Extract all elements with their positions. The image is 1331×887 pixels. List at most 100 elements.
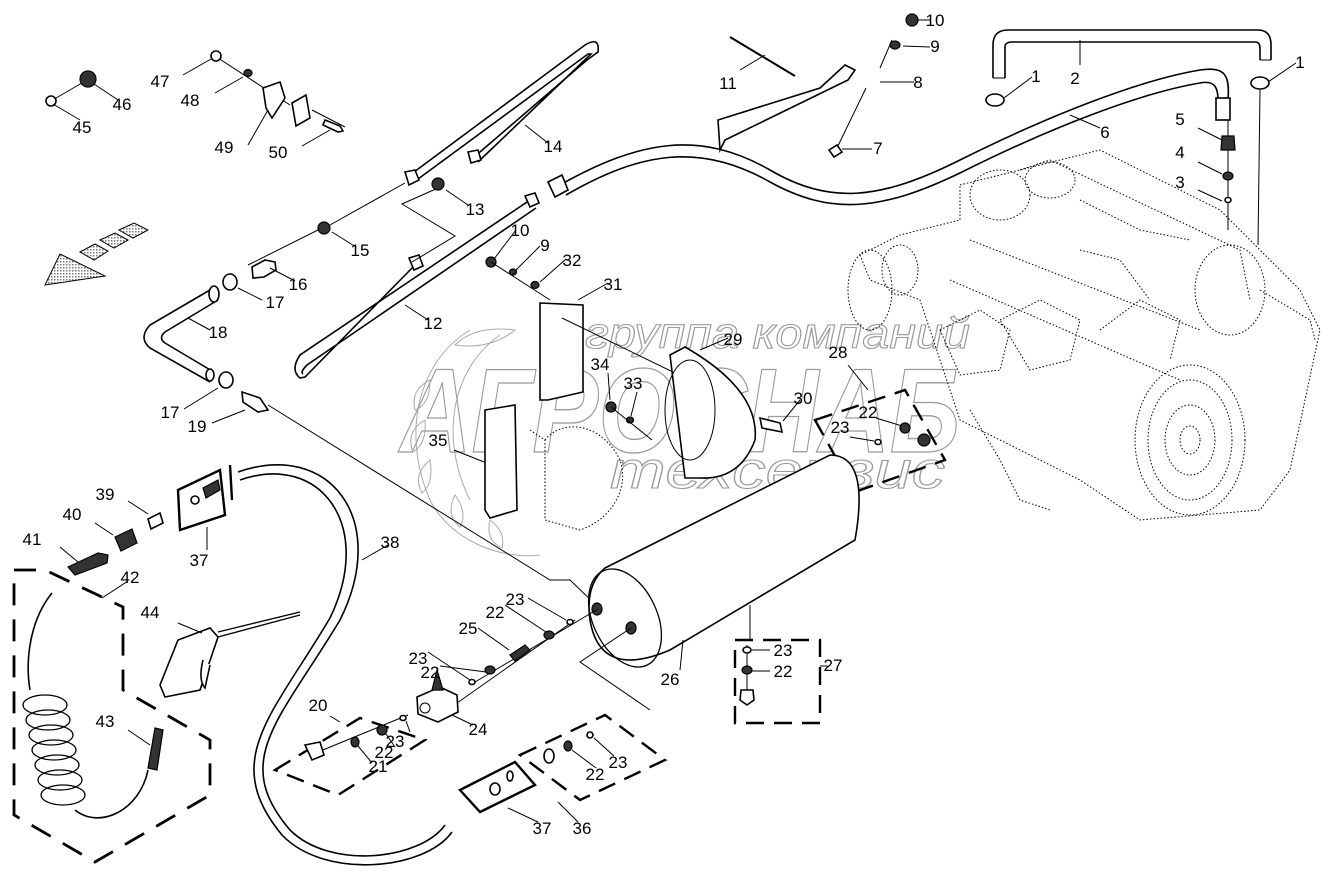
callout-17: 17 bbox=[161, 387, 219, 422]
callout-label: 28 bbox=[829, 343, 848, 362]
callout-leader-line bbox=[557, 801, 579, 823]
callout-label: 15 bbox=[351, 241, 370, 260]
kit-36-frame bbox=[517, 713, 668, 802]
callout-23: 23 bbox=[593, 737, 628, 772]
callout-label: 5 bbox=[1175, 110, 1184, 129]
callout-46: 46 bbox=[93, 83, 132, 114]
part-47-nut bbox=[210, 50, 222, 62]
part-24-valve bbox=[416, 686, 459, 723]
callout-38: 38 bbox=[361, 533, 399, 561]
callout-leader-line bbox=[247, 109, 269, 146]
callout-label: 22 bbox=[774, 662, 793, 681]
part-38-hose bbox=[237, 464, 453, 866]
part-group-20-25 bbox=[416, 618, 576, 723]
callout-label: 42 bbox=[121, 568, 140, 587]
callout-30: 30 bbox=[782, 389, 812, 422]
hose-2 bbox=[985, 29, 1272, 246]
callout-leader-line bbox=[849, 436, 875, 442]
part-22-washer-mid bbox=[484, 665, 496, 675]
callout-leader-line bbox=[539, 258, 567, 283]
kit-42-frame bbox=[12, 568, 212, 864]
callout-leader-line bbox=[93, 83, 119, 101]
callout-label: 19 bbox=[188, 417, 207, 436]
callout-leader-line bbox=[269, 267, 296, 282]
callout-9: 9 bbox=[902, 37, 940, 56]
callout-17: 17 bbox=[237, 287, 284, 312]
part-19-connector bbox=[241, 390, 270, 413]
callout-9: 9 bbox=[515, 236, 550, 271]
callout-leader-line bbox=[679, 639, 684, 671]
part-10-nut bbox=[905, 13, 919, 27]
callout-8: 8 bbox=[880, 73, 923, 92]
part-22-washer-36 bbox=[563, 740, 573, 752]
callout-leader-line bbox=[439, 665, 487, 673]
callout-leader-line bbox=[1197, 189, 1223, 202]
callout-leader-line bbox=[101, 580, 129, 599]
callout-label: 39 bbox=[96, 485, 115, 504]
callout-44: 44 bbox=[141, 603, 203, 634]
callout-leader-line bbox=[451, 714, 474, 726]
callout-label: 49 bbox=[215, 138, 234, 157]
part-22-washer-27 bbox=[741, 665, 753, 675]
callout-28: 28 bbox=[829, 343, 869, 391]
callout-leader-line bbox=[527, 597, 567, 621]
part-25-fitting bbox=[509, 644, 531, 662]
callout-leader-line bbox=[357, 745, 373, 764]
callout-2: 2 bbox=[1070, 40, 1081, 88]
callout-label: 14 bbox=[544, 137, 563, 156]
callout-19: 19 bbox=[188, 409, 246, 436]
callout-leader-line bbox=[571, 749, 597, 769]
callout-leader-line bbox=[187, 317, 211, 331]
callout-label: 23 bbox=[609, 753, 628, 772]
callout-label: 46 bbox=[113, 95, 132, 114]
callout-48: 48 bbox=[181, 76, 244, 110]
callout-10: 10 bbox=[493, 221, 529, 260]
callout-label: 1 bbox=[1031, 67, 1040, 86]
callout-14: 14 bbox=[524, 124, 563, 156]
callout-15: 15 bbox=[331, 231, 370, 260]
hose-6 bbox=[546, 68, 1231, 206]
callout-label: 11 bbox=[719, 74, 737, 93]
part-group-29-35 bbox=[484, 256, 784, 519]
callout-label: 47 bbox=[151, 72, 170, 91]
callout-22: 22 bbox=[486, 603, 547, 633]
callout-40: 40 bbox=[63, 505, 114, 536]
callout-25: 25 bbox=[459, 619, 510, 651]
part-1-clamp-left bbox=[985, 93, 1005, 107]
pipe-12 bbox=[294, 192, 541, 379]
callout-50: 50 bbox=[269, 129, 331, 162]
callout-20: 20 bbox=[309, 696, 341, 723]
callout-leader-line bbox=[331, 231, 357, 248]
part-group-3-5 bbox=[1220, 120, 1236, 230]
callout-39: 39 bbox=[96, 485, 149, 515]
part-43-hose-coil bbox=[27, 592, 53, 691]
callout-leader-line bbox=[52, 103, 81, 121]
callout-29: 29 bbox=[699, 330, 742, 351]
callout-label: 1 bbox=[1295, 53, 1304, 72]
callout-label: 43 bbox=[96, 712, 115, 731]
kit-37-upper-frame bbox=[176, 464, 234, 532]
callout-label: 41 bbox=[23, 530, 42, 549]
callout-leader-line bbox=[493, 229, 517, 260]
part-22-washer-20 bbox=[376, 724, 388, 736]
part-29-guard bbox=[669, 346, 757, 479]
callout-21: 21 bbox=[357, 745, 387, 776]
part-45-plug bbox=[45, 95, 57, 107]
part-16-connector bbox=[251, 259, 277, 279]
callout-32: 32 bbox=[539, 251, 581, 283]
callout-label: 7 bbox=[873, 139, 882, 158]
part-7-screw bbox=[827, 143, 844, 159]
callout-24: 24 bbox=[451, 714, 487, 739]
callout-leader-line bbox=[182, 58, 212, 76]
callout-23: 23 bbox=[752, 641, 792, 660]
part-23-seal-27 bbox=[742, 646, 752, 654]
part-group-39-41 bbox=[67, 511, 164, 576]
part-39-sleeve bbox=[147, 511, 164, 531]
part-group-7-11 bbox=[717, 13, 919, 159]
callout-label: 23 bbox=[774, 641, 793, 660]
callout-label: 22 bbox=[421, 663, 440, 682]
callout-label: 23 bbox=[409, 649, 428, 668]
callout-34: 34 bbox=[591, 355, 611, 401]
part-22-washer-upper bbox=[543, 630, 555, 640]
callout-leader-line bbox=[699, 337, 729, 351]
